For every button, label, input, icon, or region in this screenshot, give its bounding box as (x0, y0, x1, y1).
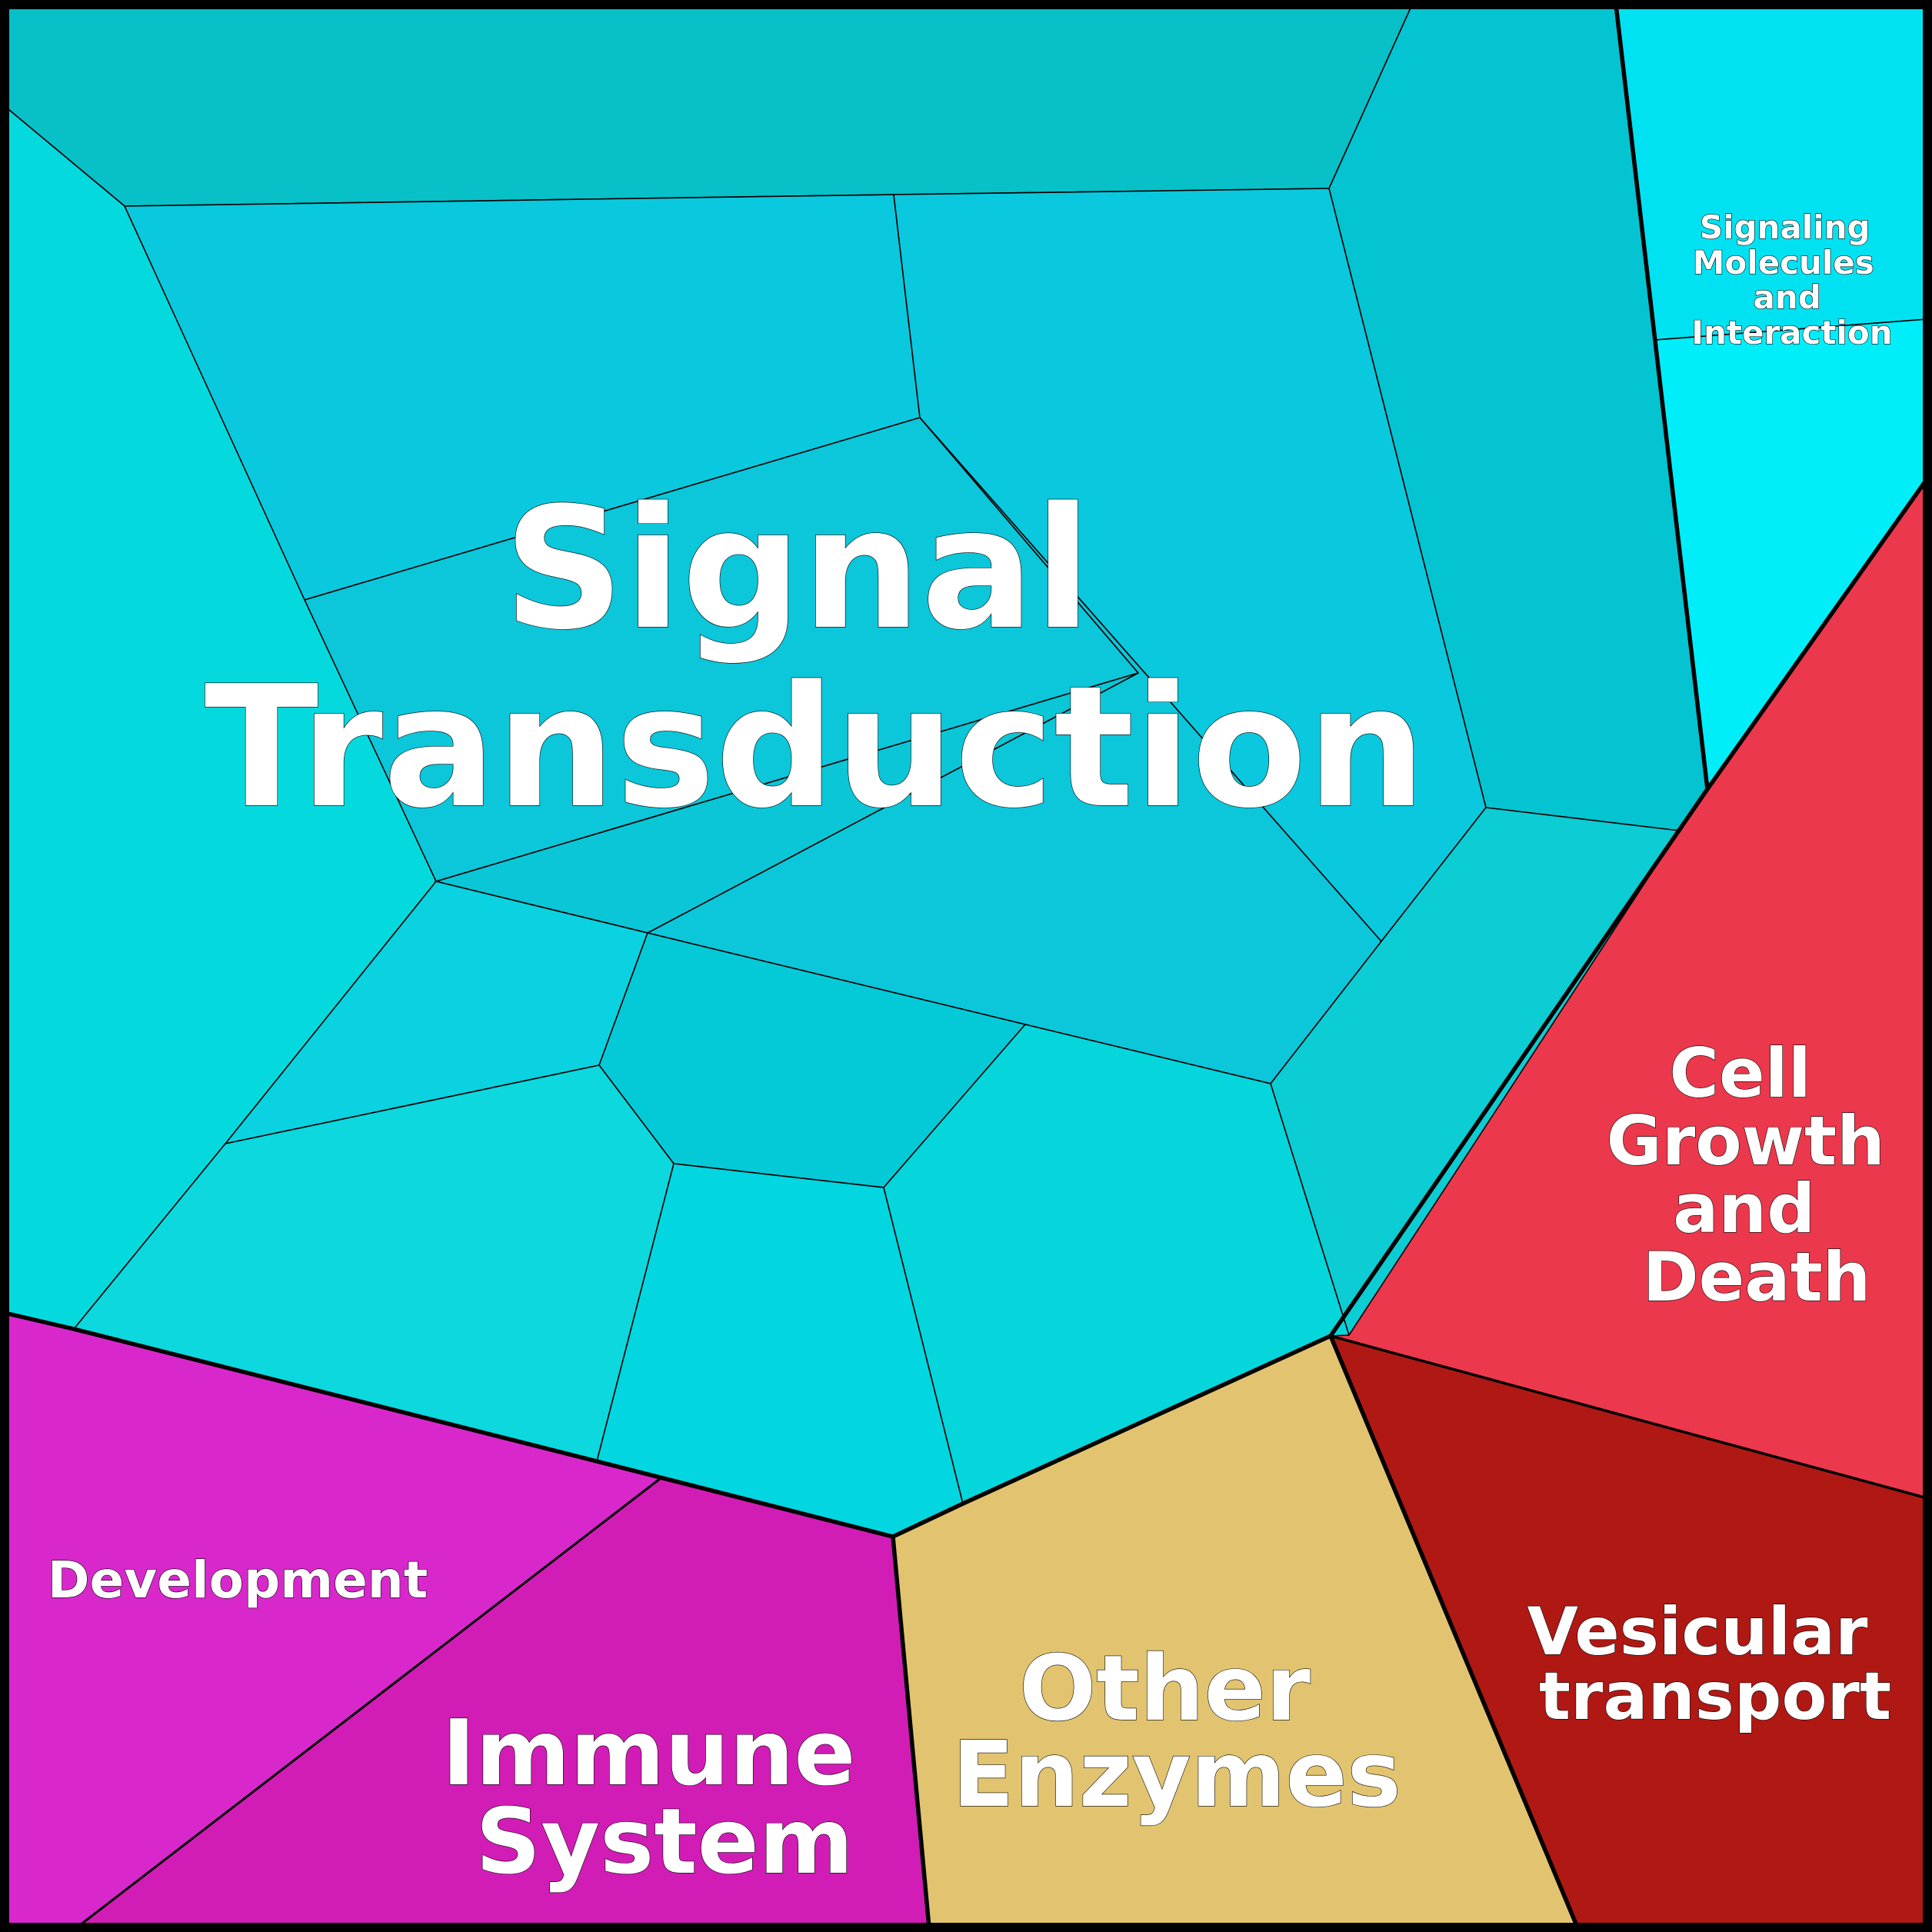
group-signaling-molecules (1615, 4, 1928, 791)
label-signal-transduction: Signal Transduction (205, 472, 1427, 845)
label-vesicular-line-1: Vesicular (1527, 1594, 1869, 1671)
label-vesicular-transport: Vesicular transport (1527, 1594, 1892, 1735)
label-signal-transduction-line-1: Signal (504, 472, 1092, 667)
group-border-vesicular-other (1328, 1334, 1580, 1929)
label-vesicular-line-2: transport (1539, 1658, 1891, 1735)
label-cell-growth-line-2: Growth (1607, 1101, 1885, 1181)
label-signaling-molecules-line-4: Interaction (1691, 314, 1892, 351)
label-development: Development (48, 1551, 428, 1610)
group-border-enzymes-immune (891, 1536, 931, 1928)
label-other-enzymes-line-1: Other (1019, 1635, 1311, 1741)
label-signaling-molecules: Signaling Molecules and Interaction (1691, 208, 1892, 351)
label-signaling-molecules-line-3: and (1754, 278, 1821, 316)
label-development-line-1: Development (48, 1551, 428, 1610)
group-border-vesicular-cellgrowth (1330, 1334, 1928, 1500)
label-immune-system-line-1: Immune (442, 1700, 856, 1806)
group-border-signaling-molecules (1614, 4, 1710, 790)
label-cell-growth-line-3: and (1673, 1169, 1815, 1248)
signal-transduction-cell-top (4, 4, 1414, 207)
label-other-enzymes: Other Enzymes (952, 1635, 1401, 1827)
label-cell-growth-line-1: Cell (1669, 1034, 1811, 1113)
label-signaling-molecules-line-2: Molecules (1693, 244, 1874, 281)
label-immune-system: Immune System (442, 1700, 888, 1894)
label-other-enzymes-line-2: Enzymes (952, 1721, 1401, 1827)
label-immune-system-line-2: System (475, 1788, 854, 1894)
group-border-immune-development (76, 1477, 661, 1929)
group-signal-transduction (4, 4, 1708, 1537)
label-cell-growth-line-4: Death (1643, 1237, 1871, 1317)
label-signal-transduction-line-2: Transduction (205, 651, 1427, 845)
group-border-signal-left-bottom (4, 1311, 1332, 1539)
label-cell-growth-and-death: Cell Growth and Death (1607, 1034, 1909, 1317)
label-signaling-molecules-line-1: Signaling (1700, 208, 1870, 246)
